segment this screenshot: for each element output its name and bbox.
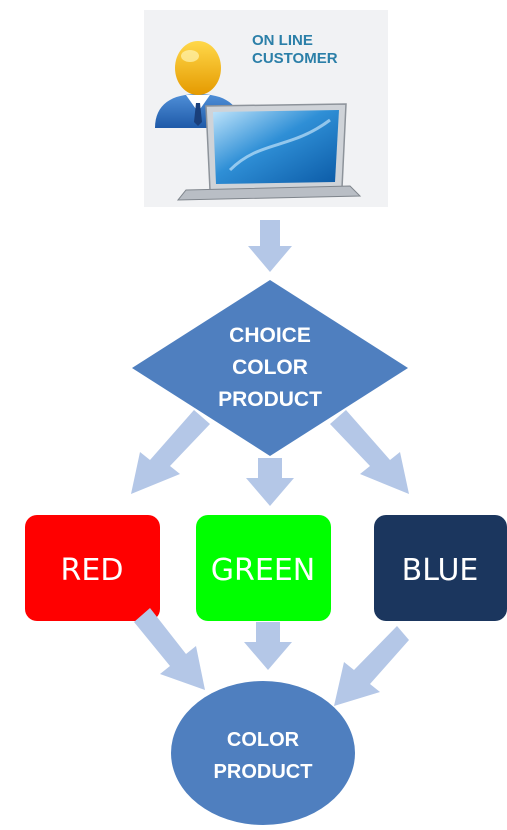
option-blue-label: BLUE <box>402 553 479 588</box>
decision-diamond <box>132 280 408 456</box>
option-red: RED <box>25 515 160 621</box>
person-head-shine <box>181 50 199 62</box>
result-label-line2: PRODUCT <box>214 761 313 783</box>
person-head <box>175 41 221 95</box>
decision-node: CHOICE COLOR PRODUCT <box>132 280 408 456</box>
result-circle <box>171 681 355 825</box>
laptop-base <box>176 185 362 201</box>
decision-label-line3: PRODUCT <box>218 388 322 411</box>
option-blue: BLUE <box>374 515 507 621</box>
result-label-line1: COLOR <box>227 729 300 751</box>
option-red-box <box>25 515 160 621</box>
person-tie <box>194 103 202 126</box>
customer-label-line2: CUSTOMER <box>252 50 338 67</box>
option-green: GREEN <box>196 515 331 621</box>
arrow-down-to-decision <box>248 220 292 272</box>
laptop-screen-swoosh <box>228 118 331 172</box>
option-green-label: GREEN <box>211 553 315 588</box>
laptop-icon <box>176 103 362 201</box>
arrow-to-green <box>246 458 294 506</box>
arrows-to-result <box>134 608 409 706</box>
arrow-green-to-result <box>244 622 292 670</box>
decision-label-line1: CHOICE <box>229 324 311 347</box>
laptop-screen <box>213 110 339 184</box>
decision-label-line2: COLOR <box>232 356 308 379</box>
option-blue-box <box>374 515 507 621</box>
customer-card: ON LINE CUSTOMER <box>144 10 388 207</box>
customer-label-line1: ON LINE <box>252 32 313 49</box>
arrow-to-blue <box>330 410 409 494</box>
arrow-to-red <box>131 410 210 494</box>
option-green-box <box>196 515 331 621</box>
arrow-blue-to-result <box>334 626 409 706</box>
result-node: COLOR PRODUCT <box>171 681 355 825</box>
arrow-red-to-result <box>134 608 205 690</box>
arrows-to-options <box>131 410 409 506</box>
option-red-label: RED <box>61 553 124 588</box>
